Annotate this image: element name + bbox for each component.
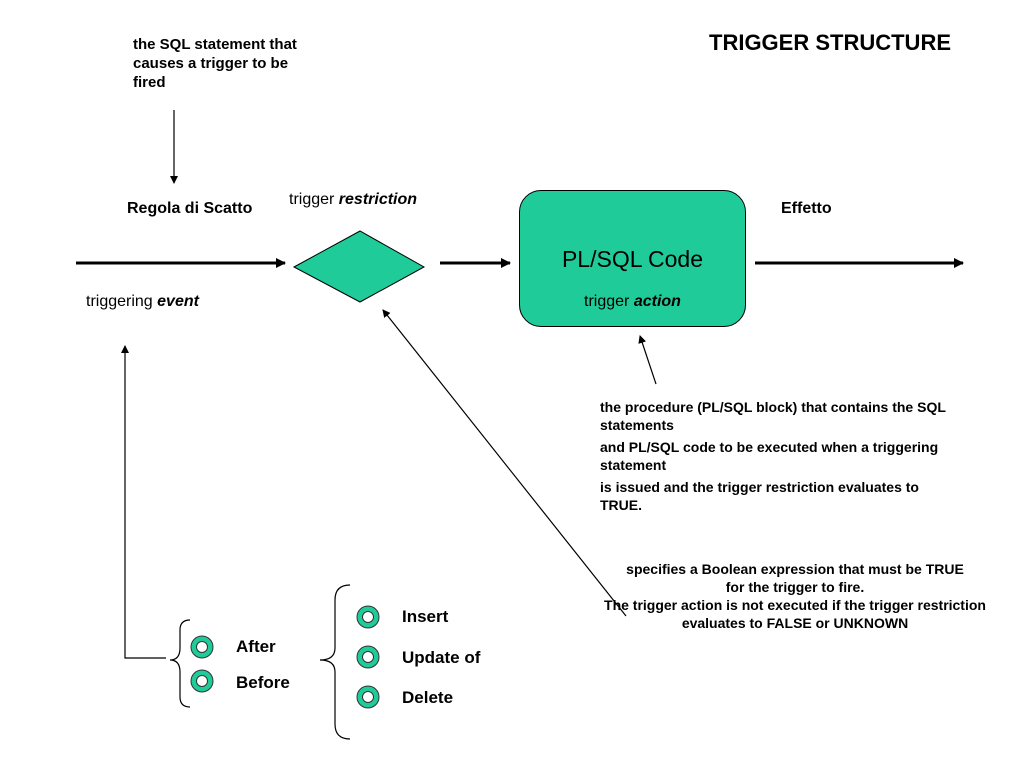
timing-connector-arrow <box>121 345 166 659</box>
bullet-icon <box>356 605 380 629</box>
boolean-note-arrow <box>382 309 627 617</box>
boolean-note-line: specifies a Boolean expression that must… <box>626 561 964 577</box>
procedure-note-arrow <box>638 335 657 385</box>
procedure-note: the procedure (PL/SQL block) that contai… <box>600 398 960 518</box>
bullet-icon <box>356 645 380 669</box>
trigger-restriction-label: trigger restriction <box>289 190 417 210</box>
timing-option-before: Before <box>236 673 290 692</box>
procedure-note-line: is issued and the trigger restriction ev… <box>600 479 919 513</box>
boolean-note-line: evaluates to FALSE or UNKNOWN <box>681 615 909 631</box>
triggering-event-prefix: triggering <box>86 293 158 310</box>
trigger-action-emphasis: action <box>633 293 681 310</box>
page-title: TRIGGER STRUCTURE <box>709 30 951 55</box>
event-option-update: Update of <box>402 648 481 667</box>
bullet-icon <box>190 669 214 693</box>
timing-brace <box>169 619 191 708</box>
boolean-note-line: The trigger action is not executed if th… <box>604 597 986 613</box>
triggering-event-label: triggering event <box>86 292 199 312</box>
procedure-note-line: and PL/SQL code to be executed when a tr… <box>600 439 939 473</box>
event-brace <box>319 584 351 740</box>
regola-di-scatto-label: Regola di Scatto <box>127 200 253 217</box>
event-option-delete: Delete <box>402 688 454 707</box>
effetto-label: Effetto <box>781 200 832 217</box>
trigger-action-prefix: trigger <box>584 293 634 310</box>
boolean-note-line: for the trigger to fire. <box>725 579 865 595</box>
restriction-prefix: trigger <box>289 191 339 208</box>
boolean-expression-note: specifies a Boolean expression that must… <box>600 560 990 632</box>
trigger-action-label: trigger action <box>519 292 746 312</box>
timing-option-after: After <box>236 637 276 656</box>
plsql-code-box <box>519 190 746 327</box>
event-option-insert: Insert <box>402 607 449 626</box>
restriction-emphasis: restriction <box>338 191 418 208</box>
restriction-diamond <box>292 230 426 303</box>
sql-statement-note: the SQL statement that causes a trigger … <box>133 36 297 91</box>
procedure-note-line: the procedure (PL/SQL block) that contai… <box>600 399 946 433</box>
bullet-icon <box>356 685 380 709</box>
plsql-code-title: PL/SQL Code <box>561 246 704 272</box>
bullet-icon <box>190 635 214 659</box>
triggering-event-emphasis: event <box>157 293 199 310</box>
